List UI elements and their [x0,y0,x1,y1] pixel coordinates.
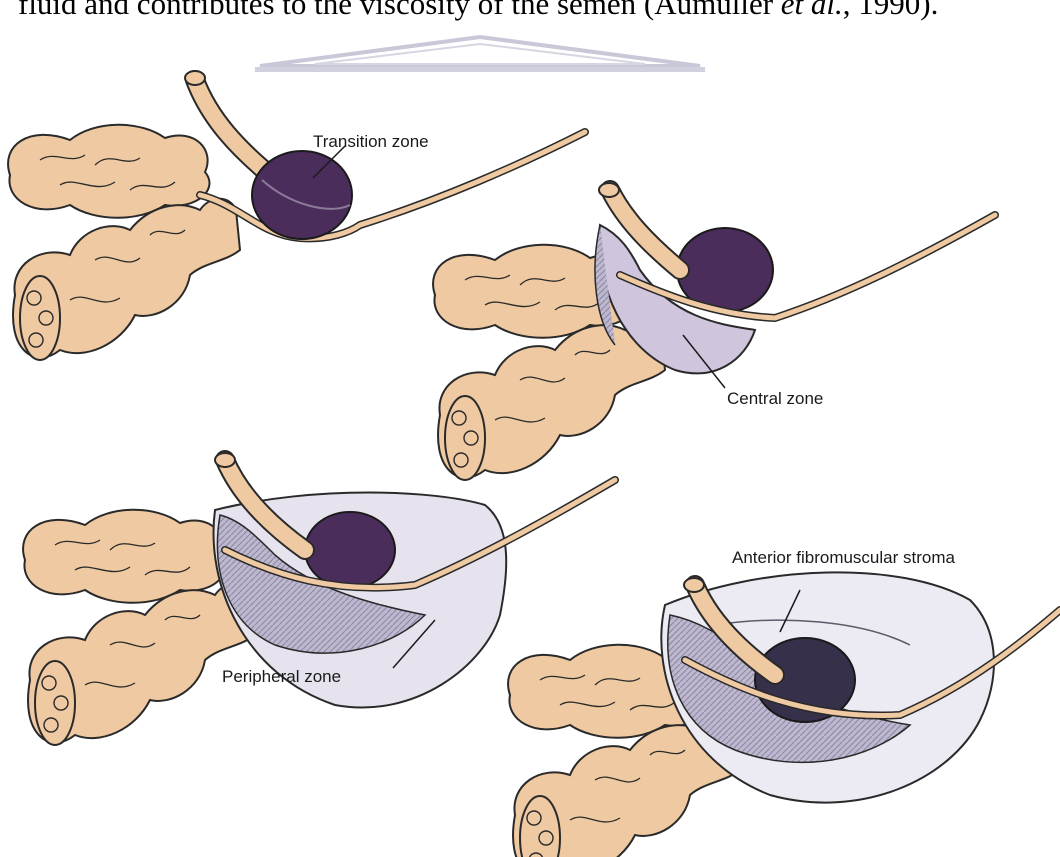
label-anterior-fibromuscular-stroma: Anterior fibromuscular stroma [732,548,955,568]
panel-central-zone [433,183,995,480]
label-transition-zone: Transition zone [313,132,429,152]
label-peripheral-zone: Peripheral zone [222,667,341,687]
panel-anterior-stroma [508,572,1060,857]
label-central-zone: Central zone [727,389,823,409]
